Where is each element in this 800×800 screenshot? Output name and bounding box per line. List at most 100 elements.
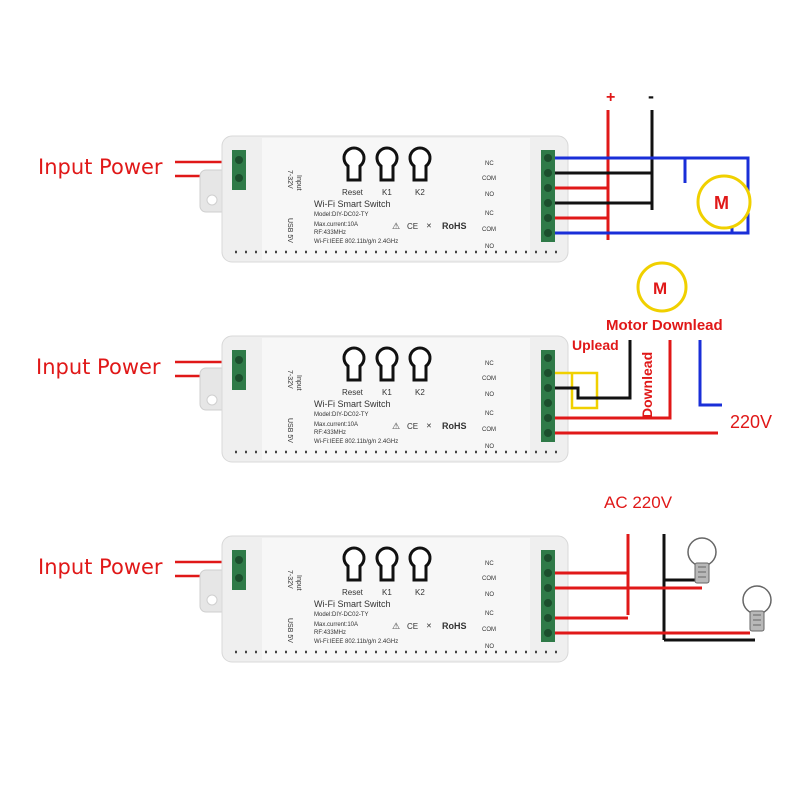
output-terminal-block [541,350,555,442]
terminal-label: COM [482,427,496,433]
terminal-label: NO [485,392,494,398]
input-label: Input [295,575,302,591]
input-label: Input [295,175,302,191]
k2-button-icon [408,546,432,582]
k1-button-icon [375,346,399,382]
terminal-label: NO [485,192,494,198]
terminal-label: NO [485,644,494,650]
motor-downlead-label: Motor Downlead [606,317,723,334]
terminal-label: NO [485,244,494,250]
device-title: Wi-Fi Smart Switch [314,399,391,409]
usb-label: USB 5V [286,418,293,443]
input-voltage: 7-32V [286,170,293,189]
rohs-mark: RoHS [442,621,467,631]
button-label-k2: K2 [415,388,425,397]
light-bulb-icon [687,537,717,584]
reset-button-icon [342,346,366,382]
terminal-label: NC [485,211,494,217]
ce-mark: CE [407,622,418,631]
diagram-3: Input Power Input 7-32V USB 5V [38,493,772,663]
input-power-label: Input Power [38,155,163,179]
warning-icon: ⚠ [392,221,400,231]
input-power-label: Input Power [36,355,161,379]
terminal-screw [235,556,243,564]
diagram-1: Input Power Input 7-32V USB 5V [38,86,752,263]
plus-label: + [606,89,615,106]
terminal-label: COM [482,376,496,382]
weee-icon: ✕ [426,223,432,230]
button-icons [342,346,432,382]
device-wifi: Wi-Fi:IEEE 802.11b/g/n 2.4GHz [314,639,398,645]
button-label-reset: Reset [342,588,364,597]
usb-label: USB 5V [286,218,293,243]
terminal-labels: NC COM NO NC COM NO [482,161,496,250]
k1-button-icon [375,546,399,582]
device-wifi: Wi-Fi:IEEE 802.11b/g/n 2.4GHz [314,239,398,245]
terminal-screw [544,384,552,392]
terminal-screw [235,174,243,182]
button-icons [342,546,432,582]
k2-button-icon [408,146,432,182]
rohs-mark: RoHS [442,221,467,231]
k2-button-icon [408,346,432,382]
device-title: Wi-Fi Smart Switch [314,599,391,609]
terminal-label: COM [482,576,496,582]
device-title: Wi-Fi Smart Switch [314,199,391,209]
terminal-labels: NC COM NO NC COM NO [482,561,496,650]
input-voltage: 7-32V [286,370,293,389]
terminal-screw [544,584,552,592]
device-max-current: Max.current:10A [314,422,358,428]
terminal-label: NC [485,361,494,367]
button-label-k2: K2 [415,588,425,597]
output-terminal-block [541,150,555,242]
diagram-2: Input Power Input 7-32V USB 5V [36,261,772,463]
device-3: Input 7-32V USB 5V Reset K1 K2 Wi-Fi Sma… [199,535,569,663]
terminal-screw [544,414,552,422]
terminal-screw [235,374,243,382]
rohs-mark: RoHS [442,421,467,431]
usb-label: USB 5V [286,618,293,643]
reset-button-icon [342,546,366,582]
terminal-screw [544,229,552,237]
terminal-label: COM [482,176,496,182]
terminal-label: NC [485,561,494,567]
input-power-label: Input Power [38,555,163,579]
mounting-hole [206,594,218,606]
device-model: Model:DIY-DC02-TY [314,412,368,418]
device-rf: RF:433MHz [314,230,346,236]
motor-icon [636,261,688,313]
minus-label: - [648,86,654,106]
device-max-current: Max.current:10A [314,622,358,628]
terminal-screw [235,356,243,364]
button-label-reset: Reset [342,188,364,197]
device-model: Model:DIY-DC02-TY [314,612,368,618]
motor-icon [696,174,752,230]
terminal-label: COM [482,227,496,233]
button-label-k1: K1 [382,388,392,397]
device-2: Input 7-32V USB 5V Reset K1 K2 Wi-Fi Sma… [199,335,569,463]
warning-icon: ⚠ [392,621,400,631]
terminal-screw [544,629,552,637]
device-model: Model:DIY-DC02-TY [314,212,368,218]
mounting-hole [206,194,218,206]
warning-icon: ⚠ [392,421,400,431]
button-icons [342,146,432,182]
terminal-screw [544,369,552,377]
terminal-label: NC [485,161,494,167]
voltage-label: 220V [730,412,772,432]
wires-3 [555,534,755,642]
terminal-screw [544,399,552,407]
terminal-screw [544,429,552,437]
motor-label: M [714,193,729,213]
wires-2 [555,340,722,435]
input-label: Input [295,375,302,391]
terminal-screw [544,169,552,177]
ce-mark: CE [407,422,418,431]
terminal-screw [544,154,552,162]
weee-icon: ✕ [426,623,432,630]
terminal-label: NC [485,611,494,617]
device-1: Input 7-32V USB 5V Reset K1 K2 Wi-Fi Sma… [199,135,569,263]
terminal-screw [544,354,552,362]
device-max-current: Max.current:10A [314,222,358,228]
ce-mark: CE [407,222,418,231]
